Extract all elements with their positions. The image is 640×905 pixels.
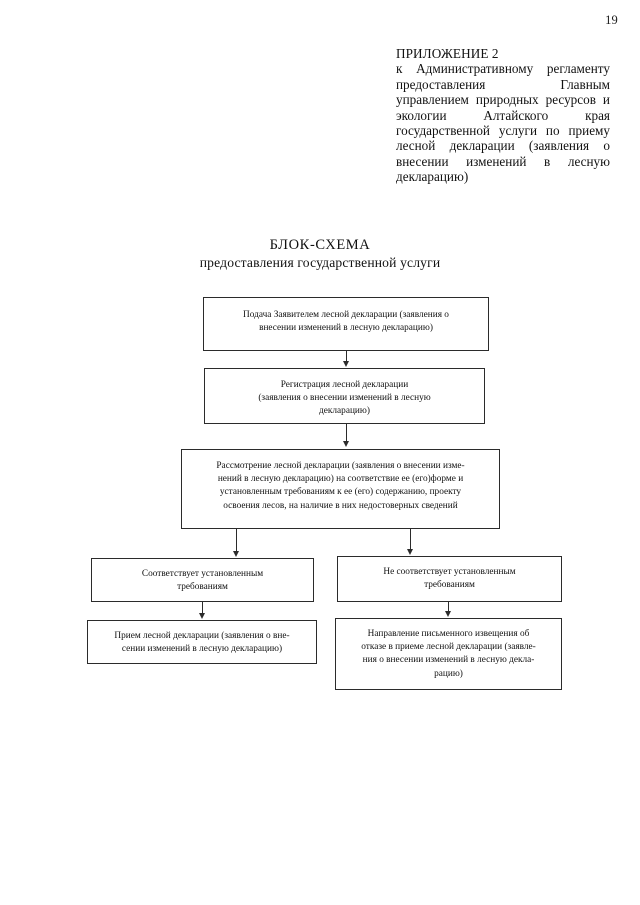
appendix-title: ПРИЛОЖЕНИЕ 2 — [396, 46, 499, 61]
connector-register-review — [346, 424, 347, 442]
page-number: 19 — [605, 13, 618, 27]
flow-node-submit: Подача Заявителем лесной декларации (зая… — [203, 297, 489, 351]
chart-title-subtitle: предоставления государственной услуги — [199, 255, 441, 270]
flow-node-review-label: Рассмотрение лесной декларации (заявлени… — [216, 461, 465, 511]
connector-not-conform-refusal — [448, 602, 449, 612]
flow-node-register-label: Регистрация лесной декларации (заявления… — [258, 380, 431, 417]
flow-node-review: Рассмотрение лесной декларации (заявлени… — [181, 449, 500, 529]
arrowhead-register-review-icon — [343, 441, 349, 447]
arrowhead-not-conform-refusal-icon — [445, 611, 451, 617]
flow-node-not-conform: Не соответствует установленным требовани… — [337, 556, 562, 602]
connector-conforms-accept — [202, 602, 203, 614]
connector-submit-register — [346, 351, 347, 362]
chart-title-main: БЛОК-СХЕМА — [269, 237, 371, 253]
flow-node-not-conform-label: Не соответствует установленным требовани… — [383, 567, 516, 591]
appendix-reference-text: к Административному регламенту предостав… — [396, 61, 610, 185]
flow-node-submit-label: Подача Заявителем лесной декларации (зая… — [243, 310, 449, 334]
connector-review-conforms — [236, 529, 237, 552]
flow-node-refusal-label: Направление письменного извещения об отк… — [361, 629, 536, 679]
flow-node-conforms: Соответствует установленным требованиям — [91, 558, 314, 602]
flow-node-accept-label: Прием лесной декларации (заявления о вне… — [114, 631, 290, 655]
appendix-header-block: ПРИЛОЖЕНИЕ 2 к Административному регламе… — [396, 46, 610, 185]
flow-node-refusal: Направление письменного извещения об отк… — [335, 618, 562, 690]
chart-title-block: БЛОК-СХЕМА предоставления государственно… — [0, 236, 640, 272]
flow-node-accept: Прием лесной декларации (заявления о вне… — [87, 620, 317, 664]
arrowhead-review-conforms-icon — [233, 551, 239, 557]
arrowhead-submit-register-icon — [343, 361, 349, 367]
flow-node-register: Регистрация лесной декларации (заявления… — [204, 368, 485, 424]
arrowhead-conforms-accept-icon — [199, 613, 205, 619]
flow-node-conforms-label: Соответствует установленным требованиям — [141, 569, 264, 593]
arrowhead-review-not-conform-icon — [407, 549, 413, 555]
connector-review-not-conform — [410, 529, 411, 550]
